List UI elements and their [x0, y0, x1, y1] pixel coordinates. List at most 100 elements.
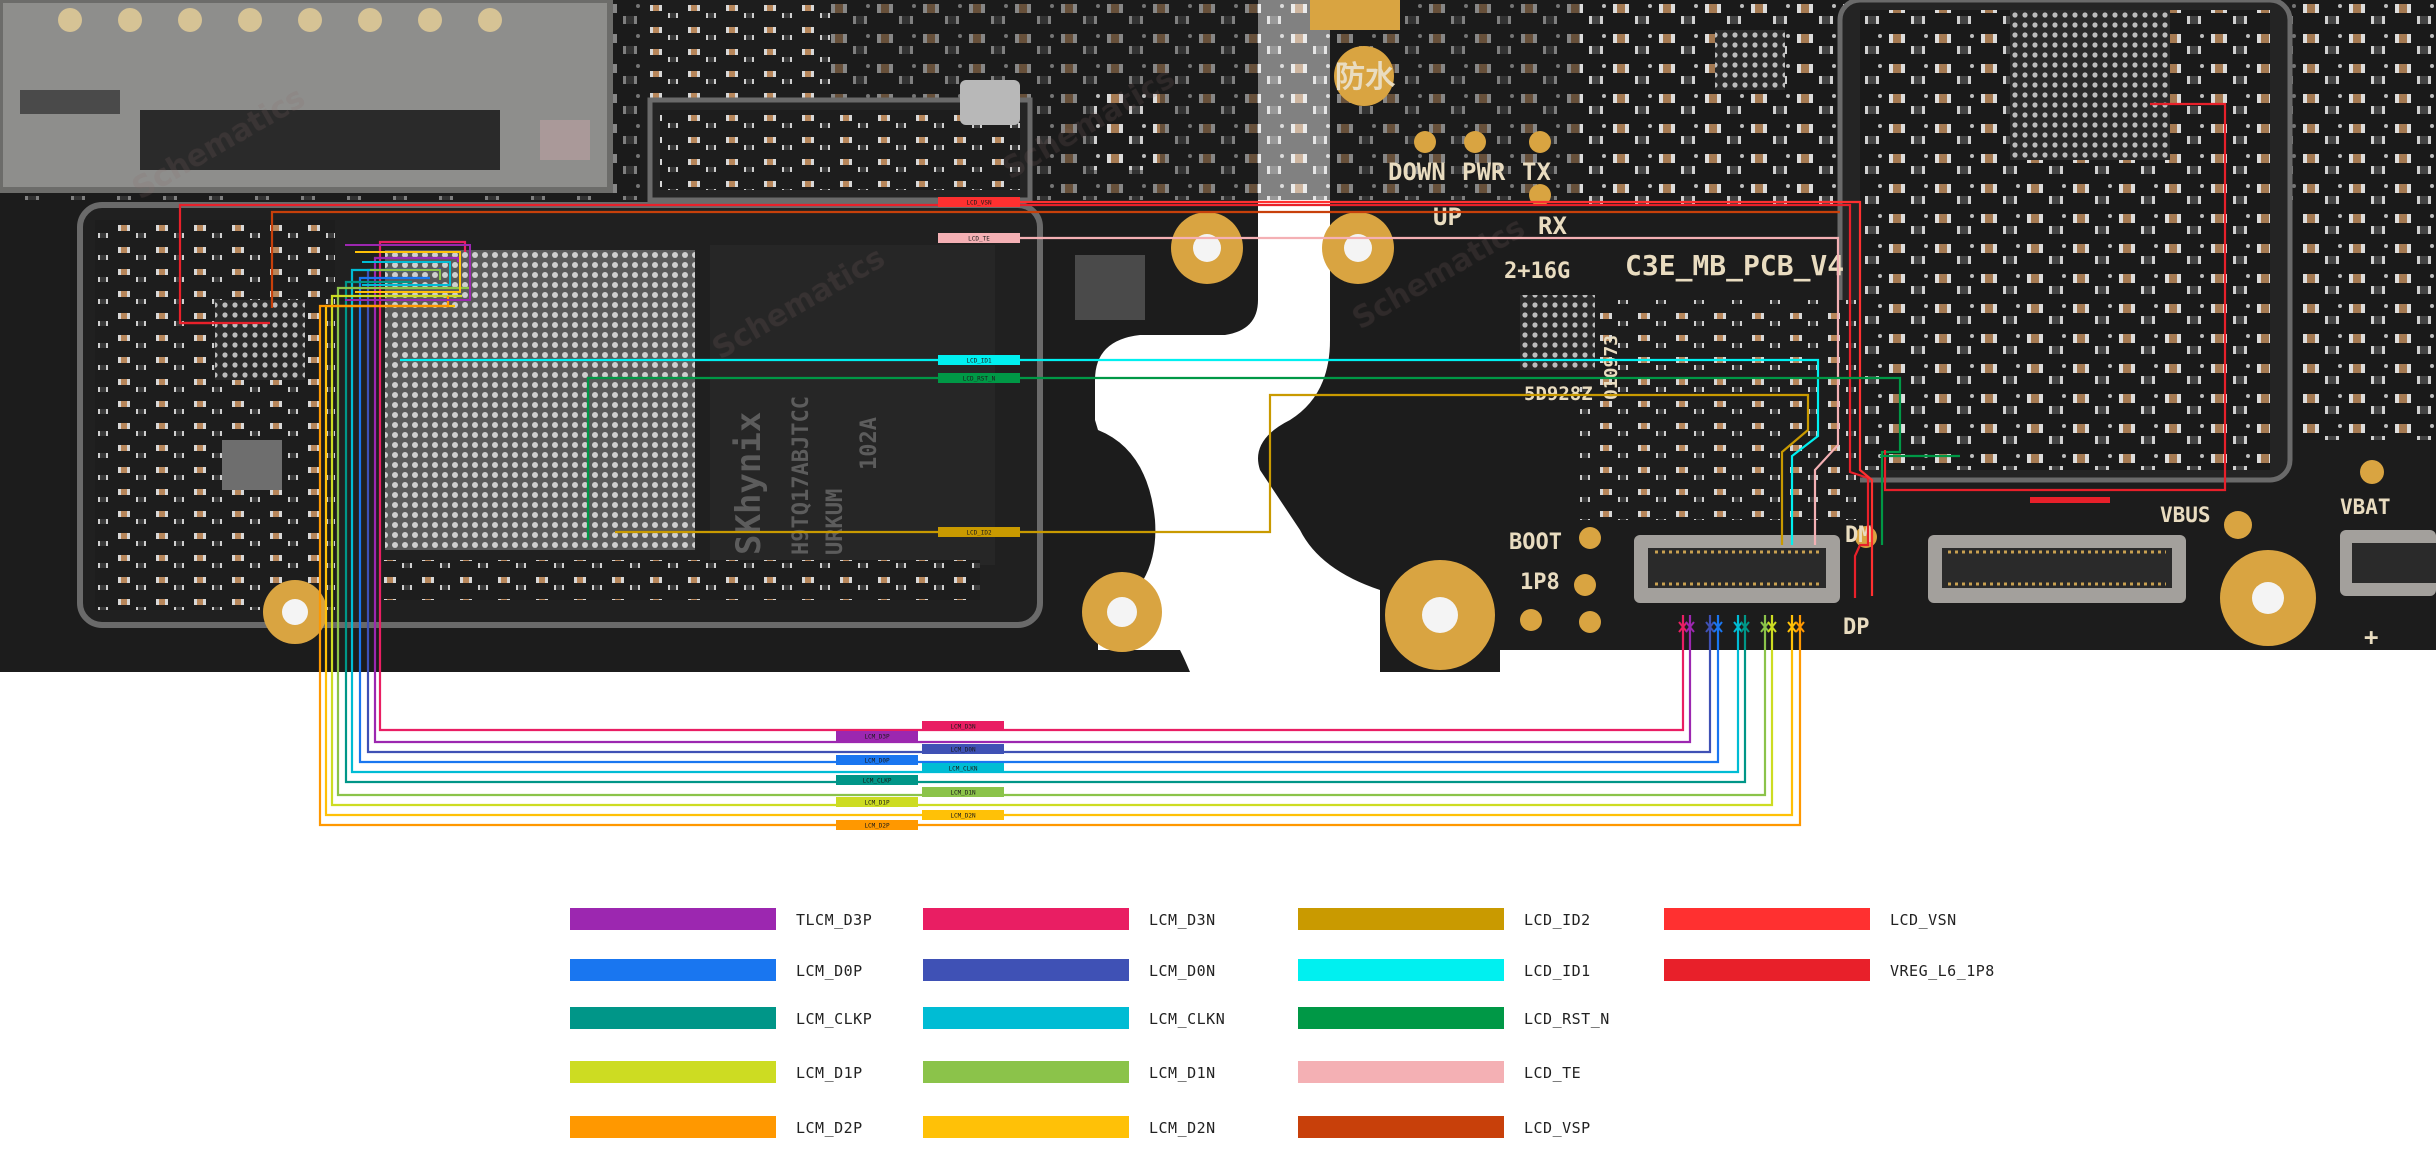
silk-tx: TX: [1522, 158, 1551, 186]
trace-tag-bar: [922, 810, 1004, 820]
trace-tags: LCM_D3N LCM_D3P LCM_D0P LCM_D0N LCM_CLKN LCM_…: [836, 197, 1020, 830]
pmic-bga: [2010, 10, 2170, 160]
trace-tag: LCM_D1P: [836, 797, 918, 807]
trace-tag: LCM_D0N: [922, 744, 1004, 754]
trace-tag: LCD_ID2: [938, 527, 1020, 537]
trace-tag-bar: [836, 755, 918, 765]
mount-hole-2: [1322, 212, 1394, 284]
trace-tag: LCD_RST_N: [938, 373, 1020, 383]
trace-lcm-d3p: [373, 256, 1692, 744]
switch: [1075, 255, 1145, 320]
waterproof-pad: [1334, 46, 1394, 106]
second-connector: [1928, 535, 2186, 603]
emmc-chip: [710, 245, 995, 565]
trace-lcd-id1: [400, 358, 1820, 545]
trace-tag: LCD_VSN: [938, 197, 1020, 207]
silk-pwr: PWR: [1462, 158, 1506, 186]
trace-tag: LCM_D0P: [836, 755, 918, 765]
silk-serial: 010973: [1601, 335, 1622, 400]
trace-vreg-l6-1p8: [178, 203, 1870, 598]
silk-up: UP: [1433, 203, 1462, 231]
trace-tag-label: LCM_D1N: [950, 790, 976, 797]
trace-tag-bar: [938, 233, 1020, 243]
mount-hole-5: [263, 580, 327, 644]
trace-tag-bar: [938, 197, 1020, 207]
pin-marker: [1767, 621, 1777, 633]
trace-tag-bar: [836, 820, 918, 830]
qr-code: [1520, 295, 1595, 370]
ic-marking-3: URKUM: [823, 489, 848, 555]
trace-tag-label: LCD_VSN: [966, 200, 992, 207]
trace-lcm-d1n: [336, 286, 1767, 797]
trace-tag-bar: [836, 731, 918, 741]
trace-tag-bar: [938, 355, 1020, 365]
silk-1p8: 1P8: [1520, 570, 1560, 595]
trace-lcd-vsn: [940, 200, 1874, 596]
vbus-marker: [2030, 497, 2110, 503]
connector-pin-markers: [1678, 621, 1805, 633]
trace-tag: LCD_ID1: [938, 355, 1020, 365]
trace-tag: LCM_D3N: [922, 721, 1004, 731]
trace-tag: LCD_TE: [938, 233, 1020, 243]
silk-down: DOWN: [1388, 158, 1446, 186]
trace-lcm-d0p: [358, 276, 1720, 764]
trace-lcd-te: [940, 236, 1840, 545]
trace-tag: LCM_D3P: [836, 731, 918, 741]
silk-rx: RX: [1538, 212, 1567, 240]
silk-board-name: C3E_MB_PCB_V4: [1625, 249, 1844, 282]
silk-vbus: VBUS: [2160, 503, 2211, 527]
trace-tag: LCM_D2P: [836, 820, 918, 830]
trace-tag-label: LCD_TE: [968, 236, 990, 243]
sim-shield: [0, 0, 613, 193]
pin-marker: [1733, 621, 1743, 633]
trace-tag-bar: [938, 527, 1020, 537]
trace-tag-label: LCM_CLKP: [863, 778, 892, 785]
pin-marker: [1705, 621, 1715, 633]
mounting-holes: [263, 0, 2316, 670]
mount-hole-1: [1171, 212, 1243, 284]
silk-dp: DP: [1843, 615, 1870, 640]
trace-tag-label: LCD_ID1: [966, 358, 992, 365]
trace-tag-bar: [922, 721, 1004, 731]
trace-tag-label: LCM_CLKN: [949, 766, 978, 773]
trace-tag-bar: [922, 787, 1004, 797]
pin-marker: [1740, 621, 1750, 633]
silk-vbat: VBAT: [2340, 495, 2391, 519]
trace-tag-label: LCM_D3N: [950, 724, 976, 731]
trace-tag-label: LCM_D0N: [950, 747, 976, 754]
trace-lcm-d3n: [378, 240, 1685, 732]
trace-tag-label: LCD_ID2: [966, 530, 992, 537]
trace-lcd-id2: [615, 393, 1810, 545]
silkscreen: 防水 DOWN PWR TX UP RX C3E_MB_PCB_V4 2+16G…: [1335, 60, 2391, 651]
mount-hole-4: [1385, 560, 1495, 670]
battery-connector: [2340, 530, 2436, 596]
pmic-area: [1715, 0, 2293, 483]
mount-hole-3: [1082, 572, 1162, 652]
silk-waterproof: 防水: [1335, 60, 1396, 95]
pin-marker: [1795, 621, 1805, 633]
trace-tag-bar: [836, 797, 918, 807]
silk-plus: +: [2364, 623, 2378, 651]
trace-tag-label: LCM_D3P: [864, 734, 890, 741]
trace-tag-bar: [922, 744, 1004, 754]
trace-lcd-vsp: [270, 210, 1840, 308]
pin-marker: [1713, 621, 1723, 633]
pin-marker: [1678, 621, 1688, 633]
trace-tag-bar: [836, 775, 918, 785]
lcd-connector: [1634, 535, 1840, 603]
ic-marking-4: 102A: [857, 417, 882, 470]
trace-lcd-rst: [586, 376, 1902, 545]
pin-marker: [1787, 621, 1797, 633]
soc-pad-links: [345, 244, 471, 301]
trace-tag: LCM_CLKP: [836, 775, 918, 785]
trace-tag-bar: [938, 373, 1020, 383]
pin-marker: [1760, 621, 1770, 633]
trace-tag-label: LCM_D2N: [950, 813, 976, 820]
trace-tag: LCM_CLKN: [922, 763, 1004, 773]
trace-tag-bar: [922, 763, 1004, 773]
silk-boot: BOOT: [1509, 530, 1562, 555]
pin-marker: [1685, 621, 1695, 633]
ic-marking-2: H9TQ17ABJTCC: [789, 396, 814, 555]
component-field-far-right: [2300, 0, 2436, 440]
